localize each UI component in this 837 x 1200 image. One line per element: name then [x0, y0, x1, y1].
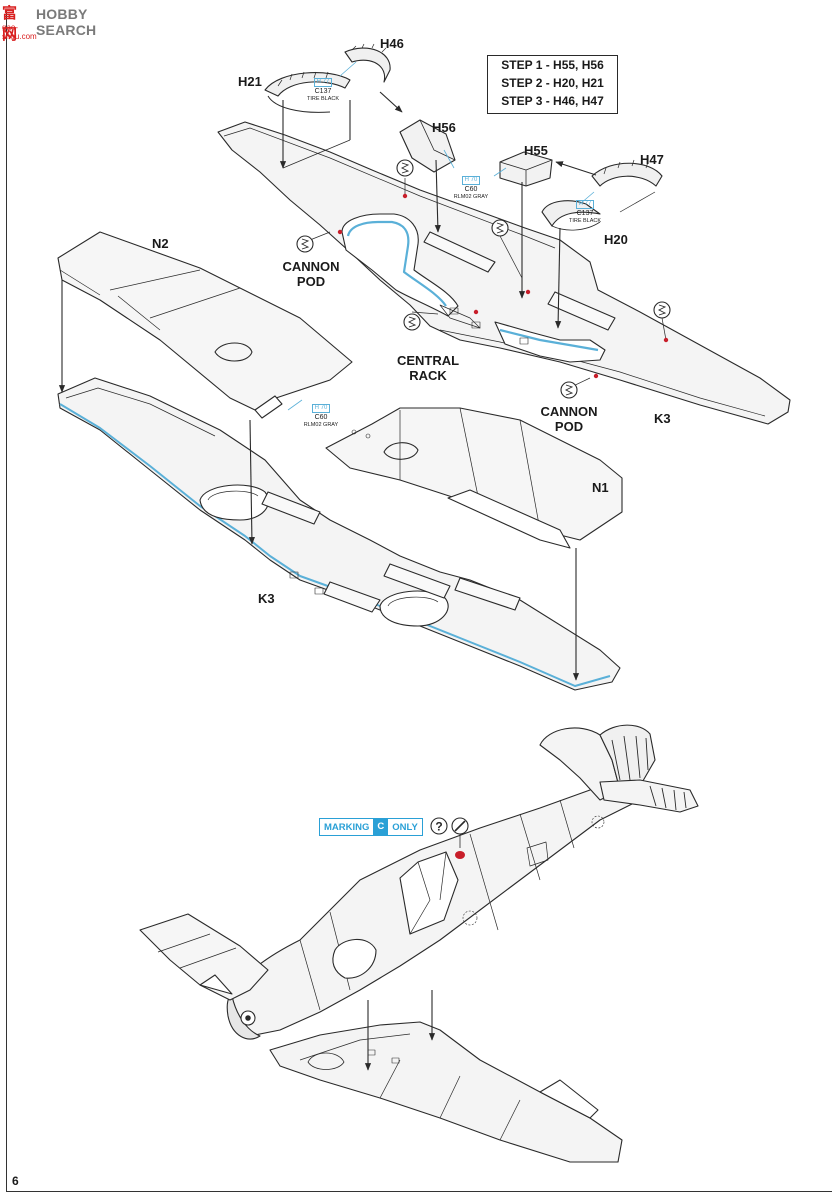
- paint-brush-icon: [451, 817, 469, 835]
- page-number: 6: [12, 1174, 19, 1188]
- paint-callout-tire-left: H 77 C137 TIRE BLACK: [296, 70, 350, 102]
- callout-line: POD: [296, 274, 326, 289]
- watermark-url: gao-shou.com: [2, 23, 37, 41]
- part-h20-drawing: [541, 200, 601, 231]
- step-1: STEP 1 - H55, H56: [501, 58, 604, 72]
- callout-line: RACK: [409, 368, 447, 383]
- symbol-wing-top-right: [653, 301, 671, 319]
- paint-name: TIRE BLACK: [568, 218, 602, 224]
- part-label-n2: N2: [152, 236, 169, 251]
- upper-wing-lower-half: [217, 121, 791, 425]
- paint-code: H 70: [461, 176, 481, 185]
- paint-name: TIRE BLACK: [306, 96, 340, 102]
- paint-callout-tire-right: H 77 C137 TIRE BLACK: [558, 192, 612, 224]
- watermark-cn: 富网: [2, 4, 18, 43]
- callout-central-rack: CENTRAL RACK: [394, 353, 462, 383]
- paint-code: H 70: [311, 404, 331, 413]
- callout-cannon-pod-left: CANNON POD: [280, 259, 342, 289]
- symbol-cannon-pod-right: [560, 381, 578, 399]
- part-h55-drawing: [499, 151, 553, 187]
- symbol-central-rack: [403, 313, 421, 331]
- part-label-h21: H21: [238, 74, 262, 89]
- step-3: STEP 3 - H46, H47: [501, 94, 604, 108]
- paint-number: C60: [314, 414, 328, 421]
- aircraft-drawing: [139, 724, 699, 1163]
- marking-prefix: MARKING: [324, 821, 370, 833]
- marking-badge: MARKING C ONLY: [319, 818, 423, 836]
- part-label-h56: H56: [432, 120, 456, 135]
- part-h46-drawing: [344, 43, 391, 83]
- callout-line: POD: [554, 419, 584, 434]
- paint-callout-gray-wing: H 70 C60 RLM02 GRAY: [294, 396, 348, 428]
- paint-number: C60: [464, 186, 478, 193]
- paint-code: H 77: [575, 200, 595, 209]
- question-icon: ?: [430, 817, 448, 835]
- callout-line: CANNON: [282, 259, 340, 274]
- symbol-wing-top-mid: [491, 219, 509, 237]
- callout-line: CANNON: [540, 404, 598, 419]
- symbol-wing-top-center: [396, 159, 414, 177]
- paint-name: RLM02 GRAY: [453, 194, 489, 200]
- symbol-cannon-pod-left: [296, 235, 314, 253]
- paint-number: C137: [314, 88, 332, 95]
- part-h47-drawing: [591, 159, 663, 187]
- step-2: STEP 2 - H20, H21: [501, 76, 604, 90]
- paint-number: C137: [576, 210, 594, 217]
- part-label-n1: N1: [592, 480, 609, 495]
- part-label-h20: H20: [604, 232, 628, 247]
- paint-code: H 77: [313, 78, 333, 87]
- part-label-h47: H47: [640, 152, 664, 167]
- svg-text:?: ?: [435, 820, 442, 834]
- paint-callout-gray-top: H 70 C60 RLM02 GRAY: [444, 168, 498, 200]
- part-label-h55: H55: [524, 143, 548, 158]
- part-label-k3-top: K3: [654, 411, 671, 426]
- part-label-h46: H46: [380, 36, 404, 51]
- marking-suffix: ONLY: [392, 821, 418, 833]
- page-frame: [6, 10, 832, 1192]
- callout-line: CENTRAL: [396, 353, 460, 368]
- marking-letter: C: [373, 819, 389, 835]
- part-label-k3-bottom: K3: [258, 591, 275, 606]
- steps-box: STEP 1 - H55, H56 STEP 2 - H20, H21 STEP…: [487, 55, 618, 114]
- paint-name: RLM02 GRAY: [303, 422, 339, 428]
- lower-wing-assembly: [57, 231, 623, 691]
- watermark-en: HOBBY SEARCH: [36, 6, 97, 38]
- callout-cannon-pod-right: CANNON POD: [538, 404, 600, 434]
